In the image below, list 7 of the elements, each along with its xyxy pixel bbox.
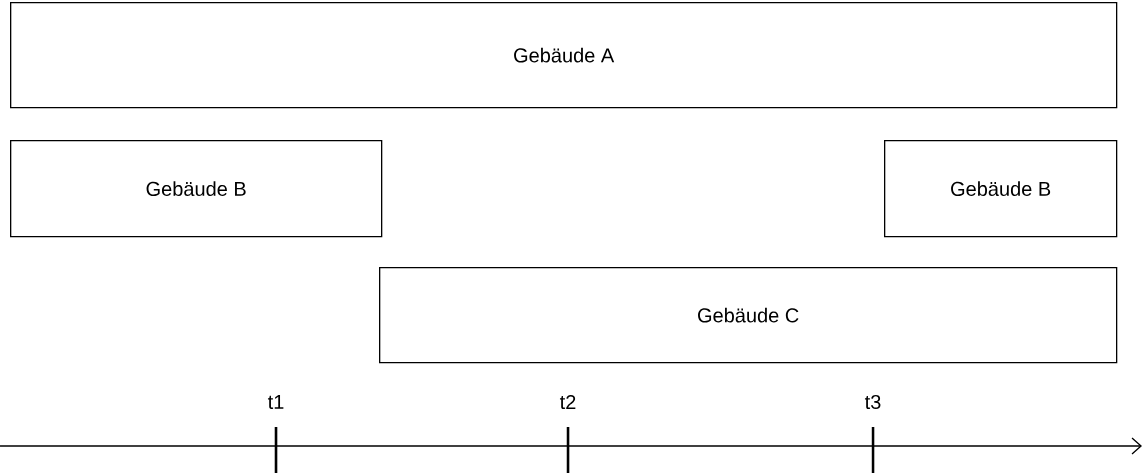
tick-label: t3 <box>864 394 881 410</box>
building-bar: Gebäude C <box>379 267 1118 364</box>
building-bar: Gebäude A <box>10 2 1118 109</box>
building-bar: Gebäude B <box>884 140 1118 238</box>
building-bar: Gebäude B <box>10 140 383 238</box>
tick-label: t2 <box>559 394 576 410</box>
tick-label: t1 <box>267 395 284 409</box>
